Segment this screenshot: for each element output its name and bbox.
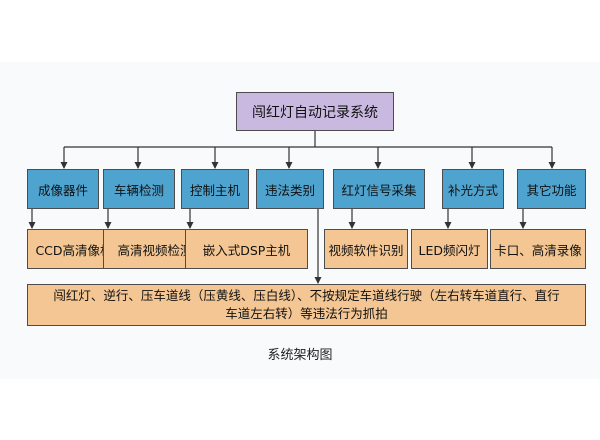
category-control-host: 控制主机 — [181, 169, 249, 209]
item-video-software-recognition: 视频软件识别 — [324, 229, 408, 269]
category-vehicle-detection: 车辆检测 — [103, 169, 175, 209]
violation-description-box: 闯红灯、逆行、压车道线（压黄线、压白线）、不按规定车道线行驶（左右转车道直行、直… — [27, 284, 586, 326]
item-checkpoint-hd-recording: 卡口、高清录像 — [490, 229, 586, 269]
violation-description-line1: 闯红灯、逆行、压车道线（压黄线、压白线）、不按规定车道线行驶（左右转车道直行、直… — [53, 288, 560, 303]
item-led-strobe: LED频闪灯 — [411, 229, 488, 269]
category-fill-light: 补光方式 — [442, 169, 504, 209]
category-red-light-signal: 红灯信号采集 — [333, 169, 425, 209]
diagram-caption: 系统架构图 — [267, 348, 333, 363]
category-imaging-device: 成像器件 — [27, 169, 99, 209]
violation-description-line2: 车道左右转）等违法行为抓拍 — [225, 306, 388, 321]
category-other-functions: 其它功能 — [517, 169, 586, 209]
category-violation-type: 违法类别 — [256, 169, 324, 209]
item-embedded-dsp-host: 嵌入式DSP主机 — [185, 229, 308, 269]
root-node: 闯红灯自动记录系统 — [236, 92, 394, 131]
